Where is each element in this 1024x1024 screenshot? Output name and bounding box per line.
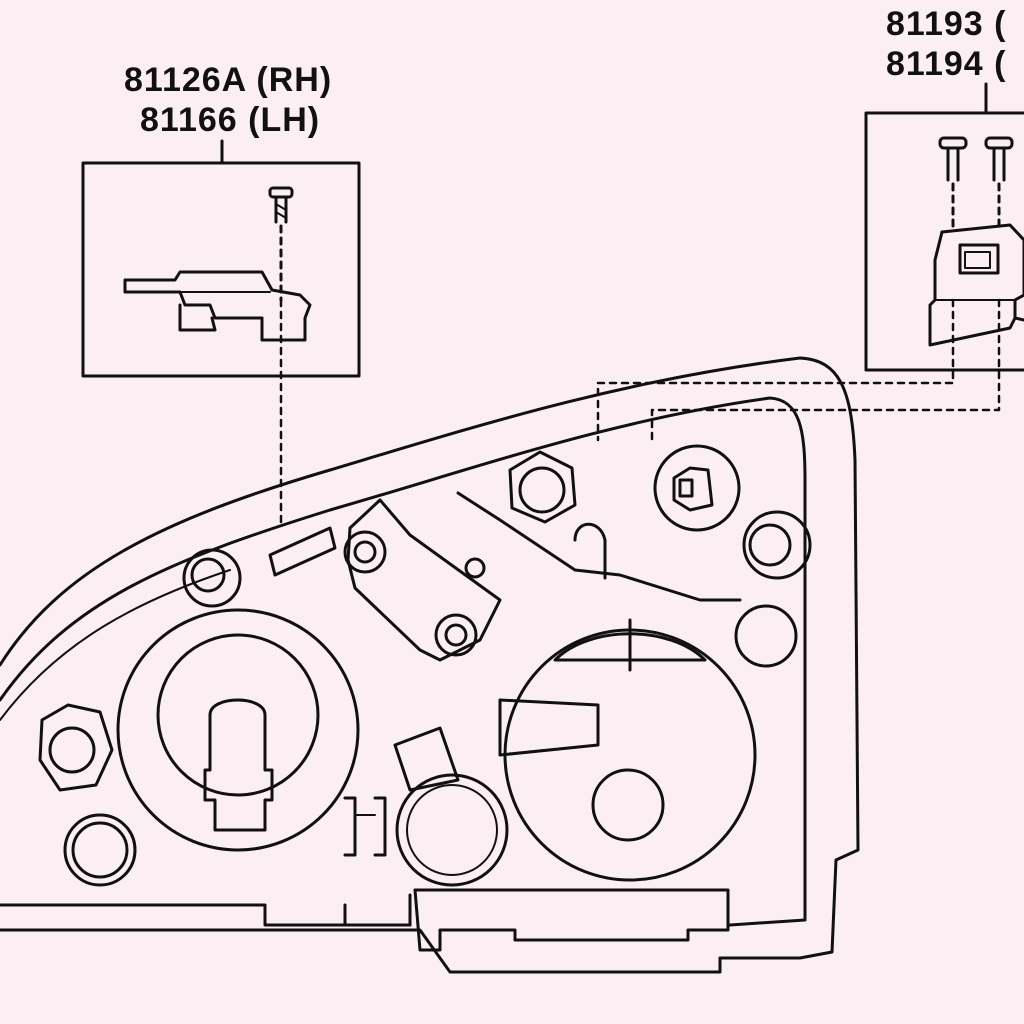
right-bracket-icon: [928, 223, 1024, 347]
right-screw-icon-1: [938, 136, 968, 182]
left-detail-box: [81, 139, 361, 378]
right-detail-box: [864, 82, 1024, 372]
callout-right-line1: 81193 (: [886, 5, 1007, 43]
callout-left-line1: 81126A (RH): [124, 61, 333, 99]
headlamp-internals: [38, 444, 812, 952]
headlamp-housing: [0, 356, 860, 974]
right-screw-icon-2: [984, 136, 1014, 182]
leader-lines: [279, 298, 1001, 524]
left-screw-icon: [268, 186, 294, 224]
headlamp-bracket-icon: [123, 270, 312, 342]
callout-left-line2: 81166 (LH): [140, 101, 321, 139]
callout-right-line2: 81194 (: [886, 45, 1007, 83]
